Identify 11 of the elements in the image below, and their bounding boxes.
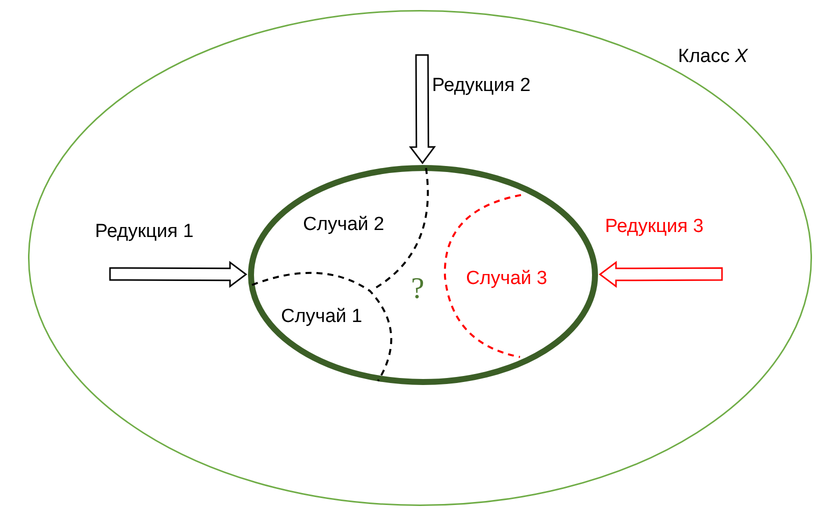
edge-label: Редукция 3 — [605, 216, 704, 238]
block-arrow — [109, 260, 248, 288]
question-mark: ? — [411, 272, 424, 306]
case-label: Случай 1 — [281, 306, 362, 328]
edge-label: Редукция 1 — [95, 221, 194, 243]
block-arrow — [408, 54, 436, 164]
set-label: Класс X — [678, 46, 748, 68]
case-label: Случай 2 — [303, 214, 384, 236]
block-arrow — [598, 260, 723, 288]
edge-label: Редукция 2 — [432, 75, 531, 97]
case-label: Случай 3 — [466, 268, 548, 290]
